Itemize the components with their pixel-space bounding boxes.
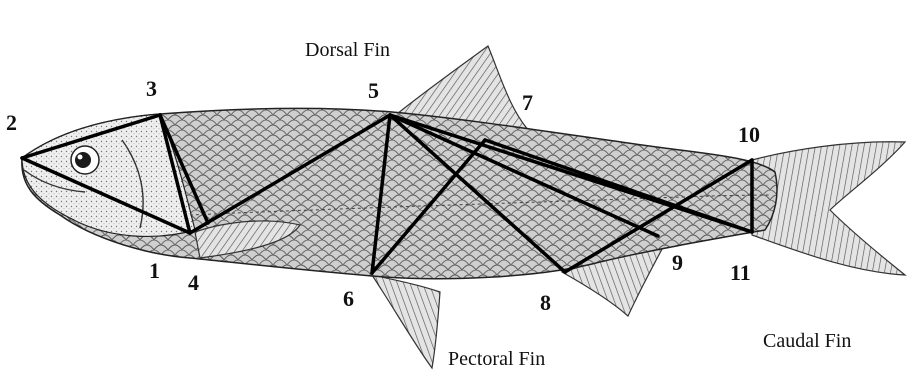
landmark-label-10: 10: [738, 124, 760, 146]
landmark-label-4: 4: [188, 272, 199, 294]
dorsal-fin-label: Dorsal Fin: [305, 40, 390, 60]
eye-pupil: [75, 152, 91, 168]
caudal-fin-label: Caudal Fin: [763, 331, 851, 351]
landmark-label-3: 3: [146, 78, 157, 100]
pectoral-fin-shape: [372, 275, 440, 368]
landmark-label-2: 2: [6, 112, 17, 134]
landmark-label-8: 8: [540, 292, 551, 314]
landmark-label-6: 6: [343, 288, 354, 310]
eye-highlight: [78, 155, 83, 160]
landmark-label-9: 9: [672, 252, 683, 274]
landmark-label-11: 11: [730, 262, 751, 284]
landmark-label-5: 5: [368, 80, 379, 102]
landmark-label-7: 7: [522, 92, 533, 114]
pectoral-fin-label: Pectoral Fin: [448, 349, 545, 369]
landmark-label-1: 1: [149, 260, 160, 282]
